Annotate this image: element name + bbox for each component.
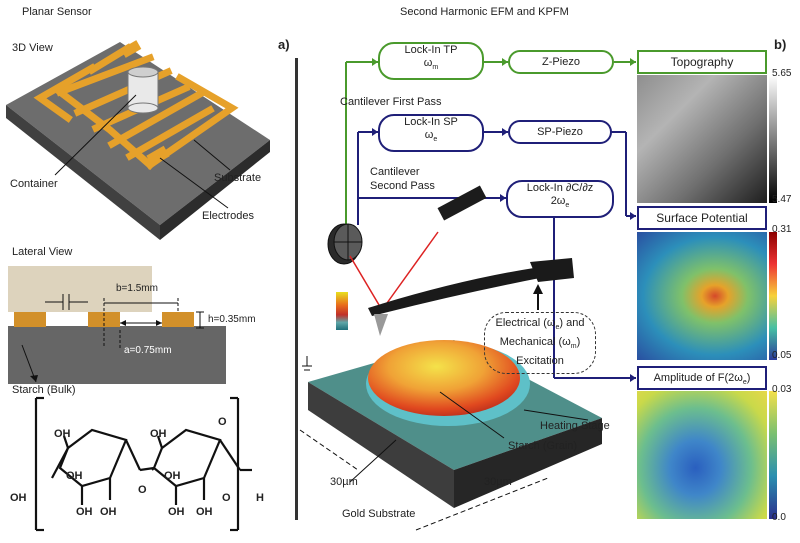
dim-30-right: 30µm	[484, 476, 512, 488]
excitation-line-1-end: ) and	[559, 317, 585, 329]
surface-potential-box: Surface Potential	[637, 206, 767, 230]
topo-min: 5.47	[772, 194, 792, 205]
oh-2: OH	[66, 470, 83, 482]
dim-30-left: 30µm	[330, 476, 358, 488]
amplitude-label: Amplitude of F(2ω	[653, 372, 743, 384]
two-omega-sub: e	[565, 202, 570, 210]
substrate-front	[6, 105, 160, 240]
omega-m-sub: m	[432, 64, 439, 72]
amp-min: 0.0	[772, 512, 786, 523]
lateral-view-label: Lateral View	[12, 246, 73, 258]
topography-map	[637, 75, 767, 203]
sp-max: 0.31	[772, 224, 792, 235]
two-omega: 2ω	[550, 195, 566, 207]
o-ring: O	[218, 416, 227, 428]
panel-b-label: b)	[774, 37, 787, 52]
sppiezo-box: SP-Piezo	[508, 120, 612, 144]
starch-bulk-rect	[8, 266, 152, 306]
excitation-line-1: Electrical (ω	[495, 317, 556, 329]
o-link: O	[138, 484, 147, 496]
amp-max: 0.03	[772, 384, 792, 395]
a-dimension: a=0.75mm	[124, 345, 172, 356]
heating-stage-label: Heating Stage	[540, 420, 610, 432]
lockin-dcdz-label: Lock-In ∂C/∂z	[526, 182, 594, 194]
substrate-side	[160, 140, 270, 240]
excitation-line-2-end: )	[576, 336, 581, 349]
lockin-tp-label: Lock-In TP	[404, 44, 458, 56]
oh-8: OH	[168, 506, 185, 518]
oh-6: OH	[150, 428, 167, 440]
omega-m: ω	[423, 57, 433, 69]
sp-min: 0.05	[772, 350, 792, 361]
starch-molecule	[34, 396, 252, 532]
container-label: Container	[10, 178, 58, 190]
lockin-sp-label: Lock-In SP	[404, 116, 458, 128]
surface-potential-map	[637, 232, 767, 360]
planar-sensor-title: Planar Sensor	[22, 6, 92, 18]
amplitude-box: Amplitude of F(2ωe)	[637, 366, 767, 390]
oh-7: OH	[164, 470, 181, 482]
middle-illustration	[299, 58, 636, 531]
divider-line	[295, 58, 298, 520]
h-dimension: h=0.35mm	[208, 314, 256, 325]
left-illustration	[6, 40, 270, 532]
panel-a-label: a)	[278, 37, 290, 52]
excitation-sub-m: m	[570, 343, 577, 351]
excitation-box: Electrical (ωe) and Mechanical (ωm) Exci…	[484, 312, 596, 374]
lockin-sp-box: Lock-In SP ωe	[378, 114, 484, 152]
lockin-tp-box: Lock-In TP ωm	[378, 42, 484, 80]
topography-box: Topography	[637, 50, 767, 74]
lateral-substrate	[8, 326, 226, 384]
amplitude-sub: e	[742, 379, 747, 387]
amplitude-map	[637, 391, 767, 519]
starch-grain-label: Starch (Grain)	[508, 440, 578, 452]
oh-1: OH	[54, 428, 71, 440]
gold-substrate-label: Gold Substrate	[342, 508, 416, 520]
excitation-line-2: Mechanical (ω	[499, 336, 571, 349]
excitation-sub-e: e	[555, 324, 560, 332]
omega-e-sub: e	[433, 136, 438, 144]
o-end: O	[222, 492, 231, 504]
sp-colorbar	[769, 232, 777, 360]
second-pass-label-2: Second Pass	[370, 180, 435, 192]
oh-4: OH	[76, 506, 93, 518]
h-end: H	[256, 492, 264, 504]
colorbar-3d	[336, 292, 348, 330]
lockin-dcdz-box: Lock-In ∂C/∂z 2ωe	[506, 180, 614, 218]
zpiezo-box: Z-Piezo	[508, 50, 614, 74]
excitation-line-3: Excitation	[516, 355, 564, 368]
amp-colorbar	[769, 391, 777, 519]
topography-colorbar	[769, 75, 777, 203]
oh-5: OH	[100, 506, 117, 518]
view3d-label: 3D View	[12, 42, 53, 54]
omega-e: ω	[424, 129, 434, 141]
electrodes-label: Electrodes	[202, 210, 254, 222]
efm-kpfm-title: Second Harmonic EFM and KPFM	[400, 6, 569, 18]
first-pass-label: Cantilever First Pass	[340, 96, 442, 108]
oh-3: OH	[10, 492, 27, 504]
second-pass-label-1: Cantilever	[370, 166, 420, 178]
substrate-label: Substrate	[214, 172, 262, 184]
starch-bulk-label: Starch (Bulk)	[12, 384, 76, 396]
oh-9: OH	[196, 506, 213, 518]
topo-max: 5.65	[772, 68, 792, 79]
b-dimension: b=1.5mm	[116, 283, 158, 294]
amplitude-end: )	[746, 372, 751, 384]
